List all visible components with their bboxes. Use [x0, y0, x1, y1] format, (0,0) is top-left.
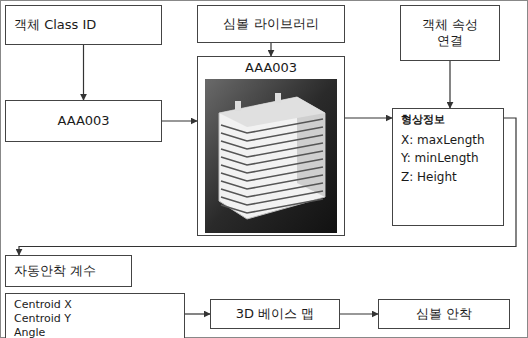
box-label: 심볼 안착 [416, 306, 472, 322]
coefficient-box: 자동안착 계수 [5, 255, 132, 287]
box-label: AAA003 [245, 60, 297, 76]
box-label: Z: Height [401, 168, 457, 187]
flow-arrow [345, 117, 392, 118]
box-label: 심볼 라이브러리 [223, 16, 318, 32]
box-label: 객체 Class ID [14, 17, 96, 33]
attribute-box: 객체 속성 연결 [400, 5, 500, 61]
shape-info-box: 형상정보 X: maxLengthY: minLengthZ: Height [392, 108, 504, 226]
box-label: AAA003 [57, 113, 109, 129]
box-label: X: maxLength [401, 131, 485, 150]
box-label: Centroid X [14, 298, 72, 312]
box-heading: 형상정보 [401, 113, 445, 127]
symbol-box: AAA003 [197, 56, 345, 236]
flow-arrow [185, 313, 210, 314]
flow-arrow [162, 120, 197, 121]
flow-arrow [270, 43, 271, 56]
base-map-box: 3D 베이스 맵 [210, 299, 340, 329]
flow-arrow [340, 313, 378, 314]
building-image [205, 79, 337, 233]
box-label: Centroid Y [14, 312, 71, 326]
library-box: 심볼 라이브러리 [197, 5, 345, 43]
flow-arrow [449, 61, 450, 108]
class-code-box: AAA003 [5, 100, 162, 142]
box-label: Angle [14, 326, 45, 338]
id-box: 객체 Class ID [5, 5, 162, 45]
box-label: 자동안착 계수 [14, 263, 96, 279]
flow-arrow [83, 45, 84, 100]
box-label: Y: minLength [401, 149, 479, 168]
box-label: 객체 속성 연결 [419, 17, 481, 50]
box-label: 3D 베이스 맵 [236, 306, 315, 322]
placement-box: 심볼 안착 [378, 299, 510, 329]
coefficient-list: Centroid XCentroid YAngle [5, 293, 185, 338]
